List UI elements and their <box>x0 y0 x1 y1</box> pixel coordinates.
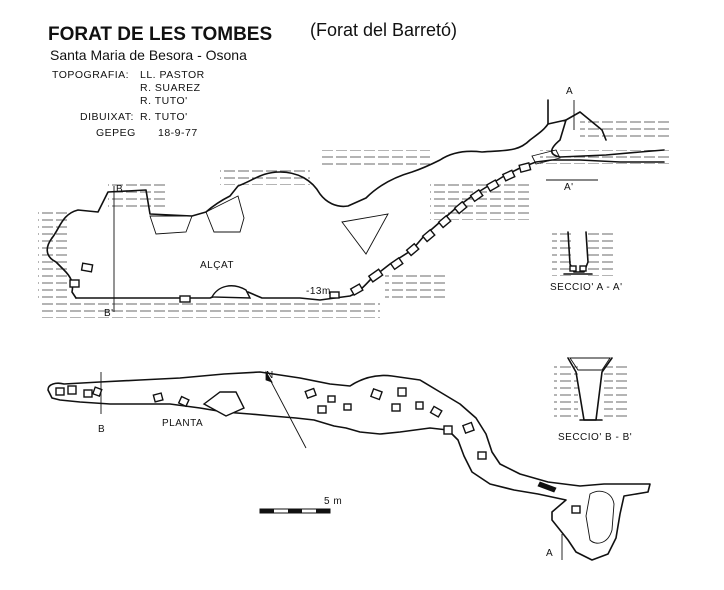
survey-title: FORAT DE LES TOMBES <box>48 24 272 45</box>
plan-outline <box>47 371 651 561</box>
survey-alt-name: (Forat del Barretó) <box>310 20 457 40</box>
elevation-section-b-prime: B' <box>104 308 114 319</box>
topografia-label: TOPOGRAFIA: <box>52 69 129 81</box>
ramp-boulders <box>69 161 532 303</box>
scale-bar: 5 m <box>259 496 342 514</box>
hatched-block-4 <box>531 149 561 165</box>
plan-hatched-block <box>585 490 615 544</box>
plan-view: PLANTA N B A <box>47 370 651 561</box>
hatched-block-1 <box>149 215 193 235</box>
north-label: N <box>266 370 274 381</box>
elevation-section-a-prime: A' <box>564 182 574 193</box>
hatched-block-3 <box>341 213 389 255</box>
elevation-section-b: B <box>116 184 123 195</box>
topografia-name-2: R. SUAREZ <box>140 82 201 94</box>
section-aa: SECCIO' A - A' <box>550 231 623 293</box>
group-name: GEPEG <box>96 127 136 139</box>
depth-label: -13m <box>306 286 331 297</box>
plan-section-b: B <box>98 424 105 435</box>
plan-label: PLANTA <box>162 418 203 429</box>
dibuixat-label: DIBUIXAT: <box>80 111 134 123</box>
section-bb: SECCIO' B - B' <box>554 357 632 443</box>
topografia-name-3: R. TUTO' <box>140 95 188 107</box>
dibuixat-name: R. TUTO' <box>140 111 188 123</box>
topografia-name-1: LL. PASTOR <box>140 69 205 81</box>
north-arrow <box>265 371 307 449</box>
elevation-view: ALÇAT -13m B B' A A' <box>38 86 670 319</box>
survey-date: 18-9-77 <box>158 127 198 139</box>
hatched-block-2 <box>205 195 245 233</box>
plan-section-a: A <box>546 548 553 559</box>
elevation-label: ALÇAT <box>200 260 234 271</box>
elevation-section-a: A <box>566 86 573 97</box>
section-bb-label: SECCIO' B - B' <box>558 432 632 443</box>
section-aa-label: SECCIO' A - A' <box>550 282 623 293</box>
survey-location: Santa Maria de Besora - Osona <box>50 47 247 63</box>
scale-label: 5 m <box>324 496 342 507</box>
